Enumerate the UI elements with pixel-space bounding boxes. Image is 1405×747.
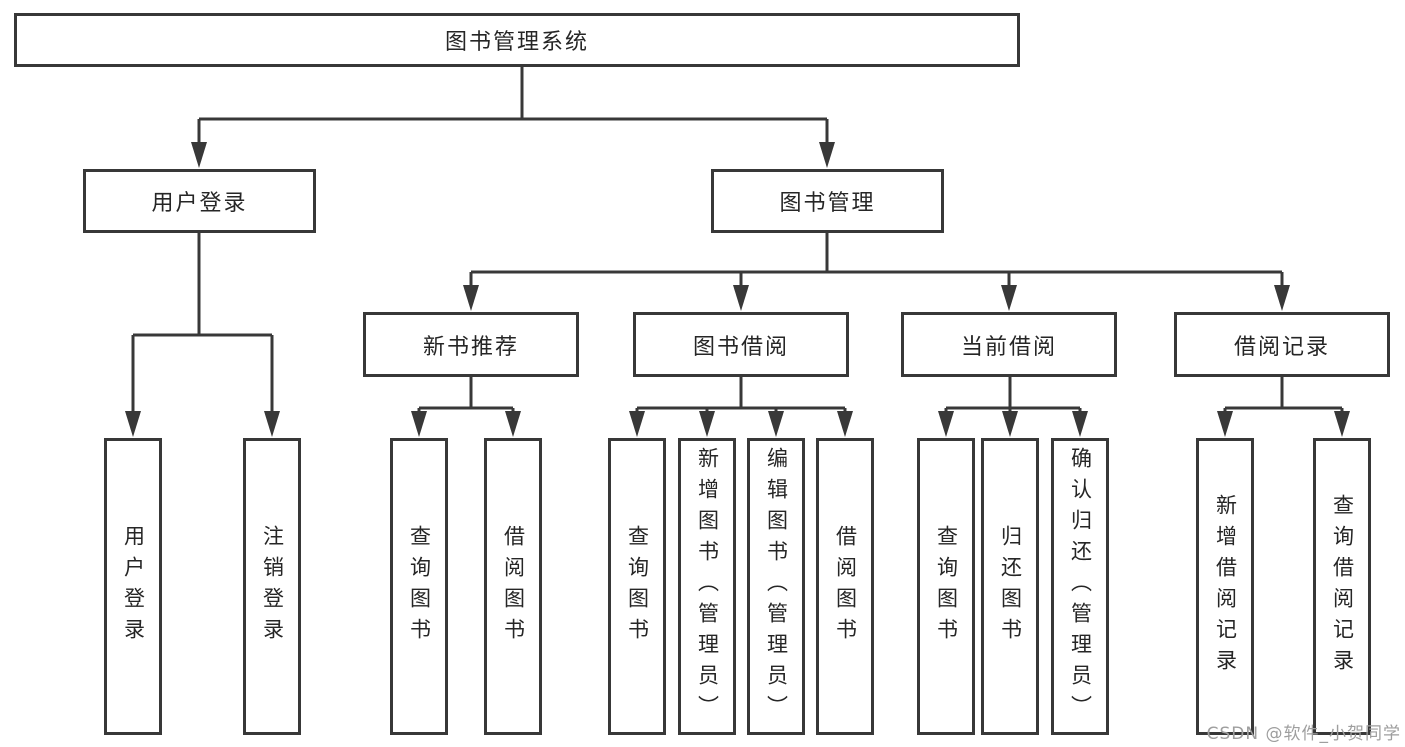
node-leaf-confirm-return-admin: 确认归还（管理员） <box>1051 438 1109 735</box>
node-book-management: 图书管理 <box>711 169 944 233</box>
node-leaf-user-login: 用户登录 <box>104 438 162 735</box>
node-label: 用户登录 <box>151 191 248 216</box>
node-label: 图书借阅 <box>692 334 789 360</box>
node-leaf-borrow-book-1: 借阅图书 <box>484 438 542 735</box>
node-label: 新增借阅记录 <box>1213 493 1238 680</box>
arrow-down-icon <box>768 411 784 437</box>
node-leaf-add-borrow-record: 新增借阅记录 <box>1196 438 1254 735</box>
csdn-watermark: CSDN @软件_小贺同学 <box>1206 724 1401 744</box>
arrowheads <box>125 142 1350 437</box>
arrow-down-icon <box>819 142 835 168</box>
node-leaf-query-book-1: 查询图书 <box>390 438 448 735</box>
arrow-down-icon <box>1274 285 1290 311</box>
arrow-down-icon <box>125 411 141 437</box>
arrow-down-icon <box>505 411 521 437</box>
node-leaf-add-book-admin: 新增图书（管理员） <box>678 438 736 735</box>
node-leaf-query-book-2: 查询图书 <box>608 438 666 735</box>
node-label: 当前借阅 <box>960 334 1057 360</box>
arrow-down-icon <box>191 142 207 168</box>
arrow-down-icon <box>1001 285 1017 311</box>
node-borrow-record: 借阅记录 <box>1174 312 1390 377</box>
arrow-down-icon <box>1217 411 1233 437</box>
node-label: 归还图书 <box>998 524 1023 649</box>
node-leaf-query-borrow-record: 查询借阅记录 <box>1313 438 1371 735</box>
arrow-down-icon <box>1002 411 1018 437</box>
node-label: 借阅图书 <box>501 524 526 649</box>
node-new-book-recommend: 新书推荐 <box>363 312 579 377</box>
node-label: 新增图书（管理员） <box>695 447 720 726</box>
arrow-down-icon <box>264 411 280 437</box>
node-label: 查询图书 <box>625 524 650 649</box>
node-leaf-return-book: 归还图书 <box>981 438 1039 735</box>
node-leaf-query-book-3: 查询图书 <box>917 438 975 735</box>
arrow-down-icon <box>629 411 645 437</box>
node-library-system: 图书管理系统 <box>14 13 1020 67</box>
node-book-borrow: 图书借阅 <box>633 312 849 377</box>
node-label: 查询借阅记录 <box>1330 493 1355 680</box>
node-label: 图书管理系统 <box>444 30 589 55</box>
node-label: 图书管理 <box>779 191 876 216</box>
node-label: 查询图书 <box>407 524 432 649</box>
node-label: 新书推荐 <box>422 334 519 360</box>
node-label: 编辑图书（管理员） <box>764 447 789 726</box>
arrow-down-icon <box>837 411 853 437</box>
arrow-down-icon <box>733 285 749 311</box>
node-label: 查询图书 <box>934 524 959 649</box>
node-leaf-logout: 注销登录 <box>243 438 301 735</box>
node-user-login: 用户登录 <box>83 169 316 233</box>
node-label: 确认归还（管理员） <box>1068 447 1093 726</box>
node-label: 借阅记录 <box>1233 334 1330 360</box>
node-label: 借阅图书 <box>833 524 858 649</box>
arrow-down-icon <box>411 411 427 437</box>
arrow-down-icon <box>463 285 479 311</box>
node-label: 用户登录 <box>121 524 146 649</box>
arrow-down-icon <box>938 411 954 437</box>
node-leaf-edit-book-admin: 编辑图书（管理员） <box>747 438 805 735</box>
arrow-down-icon <box>699 411 715 437</box>
node-label: 注销登录 <box>260 524 285 649</box>
arrow-down-icon <box>1334 411 1350 437</box>
node-current-borrow: 当前借阅 <box>901 312 1117 377</box>
arrow-down-icon <box>1072 411 1088 437</box>
node-leaf-borrow-book-2: 借阅图书 <box>816 438 874 735</box>
